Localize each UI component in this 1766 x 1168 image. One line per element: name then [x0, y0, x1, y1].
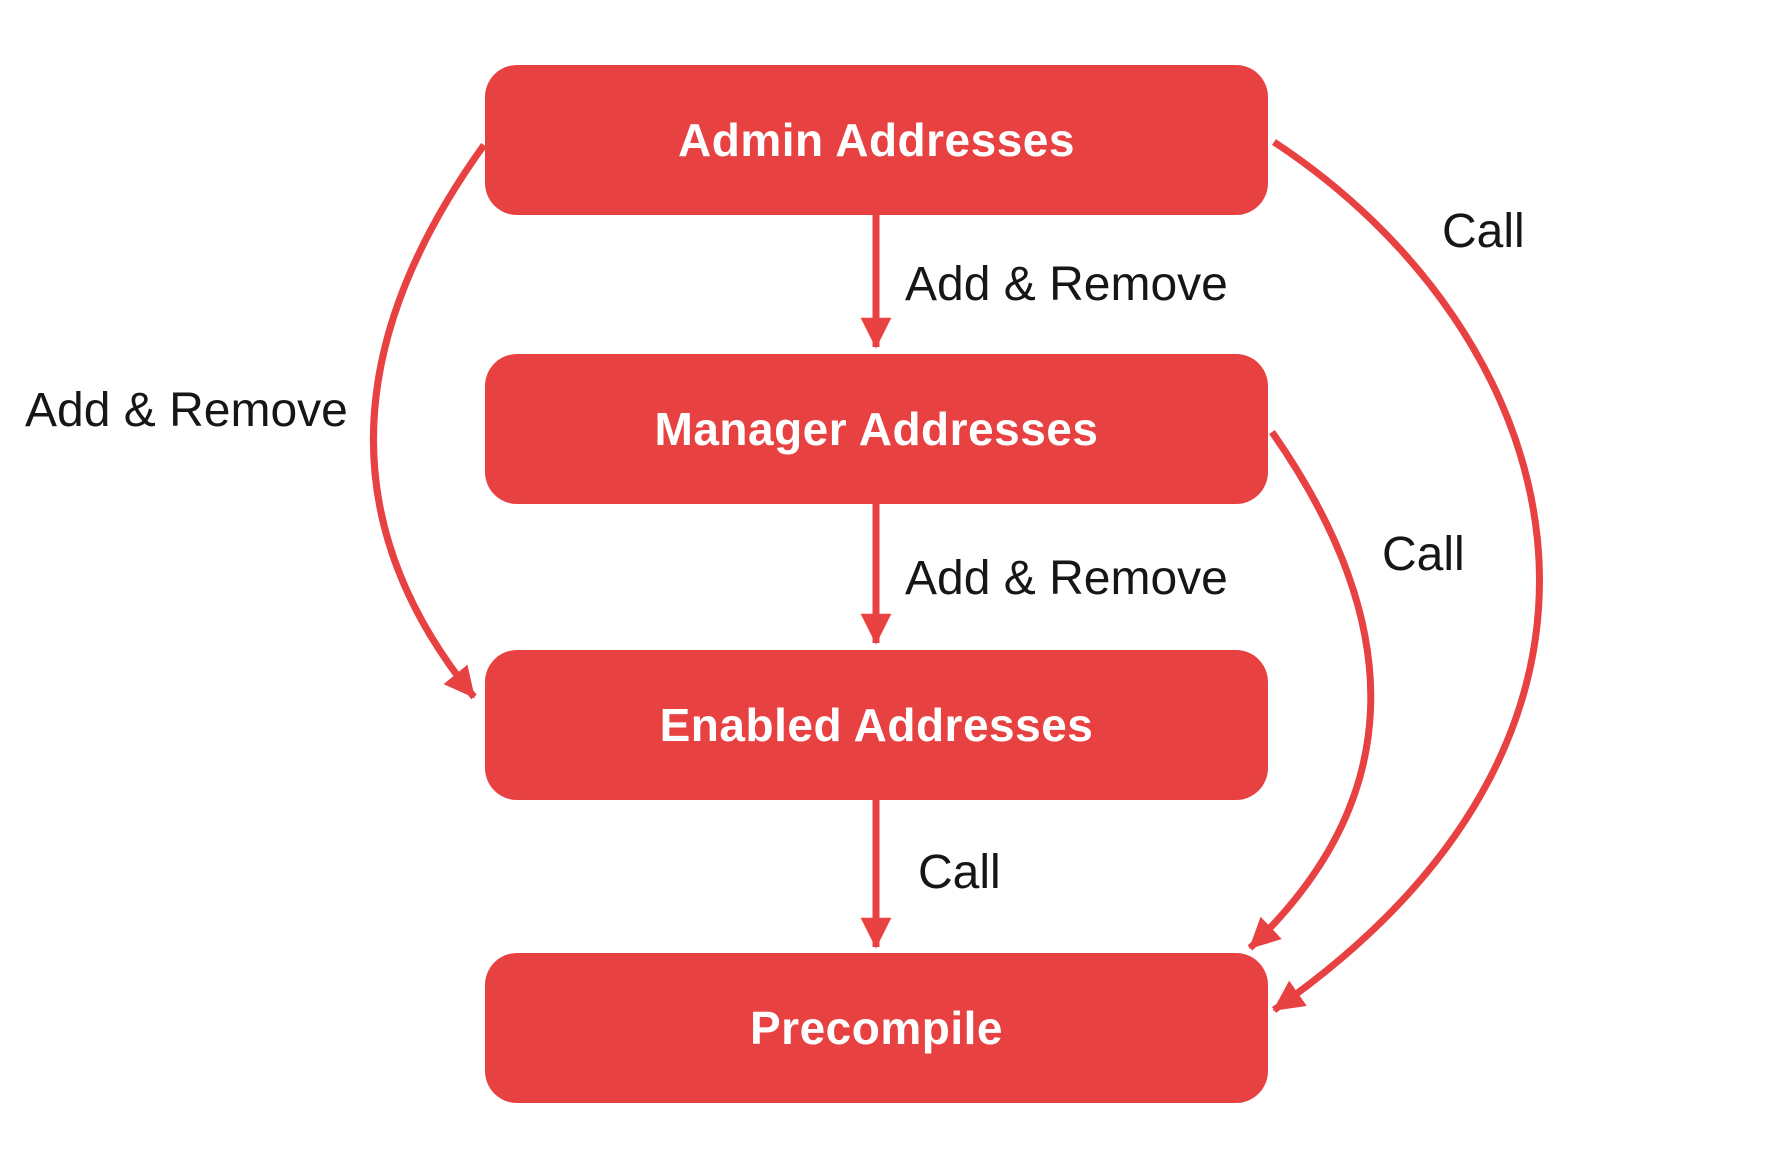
edge-label-manager-to-precompile: Call	[1382, 528, 1465, 581]
arrow-admin-to-enabled	[370, 142, 487, 700]
edge-label-manager-to-enabled: Add & Remove	[905, 552, 1228, 605]
node-precompile-label: Precompile	[750, 1002, 1003, 1054]
edge-label-admin-to-manager: Add & Remove	[905, 258, 1228, 311]
arrow-manager-to-precompile	[1247, 429, 1375, 951]
node-manager-addresses-label: Manager Addresses	[654, 403, 1099, 455]
node-precompile: Precompile	[485, 953, 1268, 1103]
arrow-admin-to-precompile	[1271, 139, 1543, 1013]
edge-label-enabled-to-precompile: Call	[918, 846, 1001, 899]
node-manager-addresses: Manager Addresses	[485, 354, 1268, 504]
node-enabled-addresses-label: Enabled Addresses	[659, 699, 1094, 751]
edge-label-admin-to-enabled: Add & Remove	[25, 384, 348, 437]
node-enabled-addresses: Enabled Addresses	[485, 650, 1268, 800]
node-admin-addresses-label: Admin Addresses	[678, 114, 1075, 166]
node-admin-addresses: Admin Addresses	[485, 65, 1268, 215]
edge-label-admin-to-precompile: Call	[1442, 205, 1525, 258]
